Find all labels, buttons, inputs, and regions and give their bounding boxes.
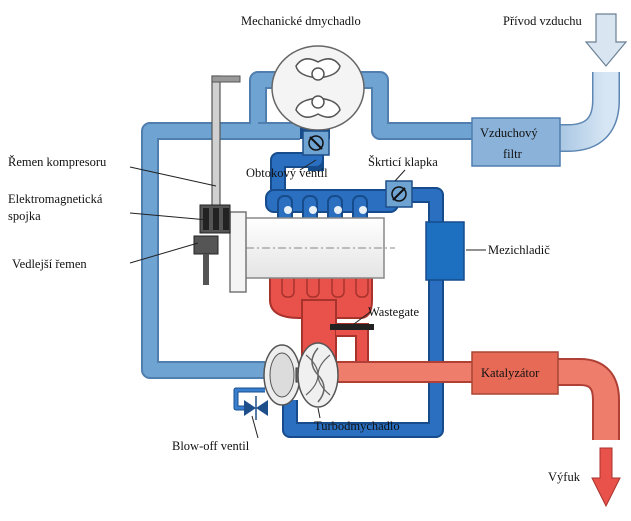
engine-pulley-plate bbox=[229, 211, 247, 293]
air-intake-pipe bbox=[560, 13, 628, 152]
intercooler-box bbox=[425, 221, 465, 281]
throttle-valve bbox=[385, 180, 413, 208]
compressor-belt bbox=[211, 75, 221, 217]
bypass-valve bbox=[302, 130, 330, 156]
catalyst-box bbox=[471, 351, 559, 395]
air-intake-arrow-icon bbox=[584, 13, 628, 67]
exhaust-pipe bbox=[330, 351, 621, 508]
label-auxiliary-belt: Vedlejší řemen bbox=[12, 257, 87, 271]
exhaust-arrow-icon bbox=[591, 447, 621, 508]
mechanical-blower bbox=[271, 45, 365, 131]
auxiliary-pulley bbox=[193, 235, 219, 255]
label-bypass-valve: Obtokový ventil bbox=[246, 166, 328, 180]
label-mechanical-blower: Mechanické dmychadlo bbox=[241, 14, 361, 28]
label-air-filter-line1: Vzduchový bbox=[480, 126, 538, 140]
label-electromagnetic-clutch-line1: Elektromagnetická bbox=[8, 192, 103, 206]
label-exhaust: Výfuk bbox=[548, 470, 581, 484]
label-blow-off-valve: Blow-off ventil bbox=[172, 439, 250, 453]
label-intercooler: Mezichladič bbox=[488, 243, 550, 257]
air-filter-box bbox=[471, 117, 561, 167]
engine-block bbox=[229, 211, 395, 293]
label-catalyst: Katalyzátor bbox=[481, 366, 540, 380]
label-electromagnetic-clutch-line2: spojka bbox=[8, 209, 41, 223]
intake-pipes bbox=[141, 71, 472, 379]
labels: Mechanické dmychadlo Přívod vzduchu Vzdu… bbox=[8, 14, 583, 484]
label-wastegate: Wastegate bbox=[368, 305, 420, 319]
leader-lines bbox=[129, 159, 486, 439]
label-throttle-valve: Škrticí klapka bbox=[368, 155, 438, 169]
wastegate-flap bbox=[330, 324, 374, 330]
label-turbocharger: Turbodmychadlo bbox=[314, 419, 400, 433]
blow-off-valve bbox=[244, 396, 268, 420]
label-air-filter-line2: filtr bbox=[503, 147, 523, 161]
label-air-intake: Přívod vzduchu bbox=[503, 14, 583, 28]
label-compressor-belt: Řemen kompresoru bbox=[8, 155, 107, 169]
turbocharger bbox=[263, 342, 339, 408]
belt-drive bbox=[193, 75, 241, 285]
